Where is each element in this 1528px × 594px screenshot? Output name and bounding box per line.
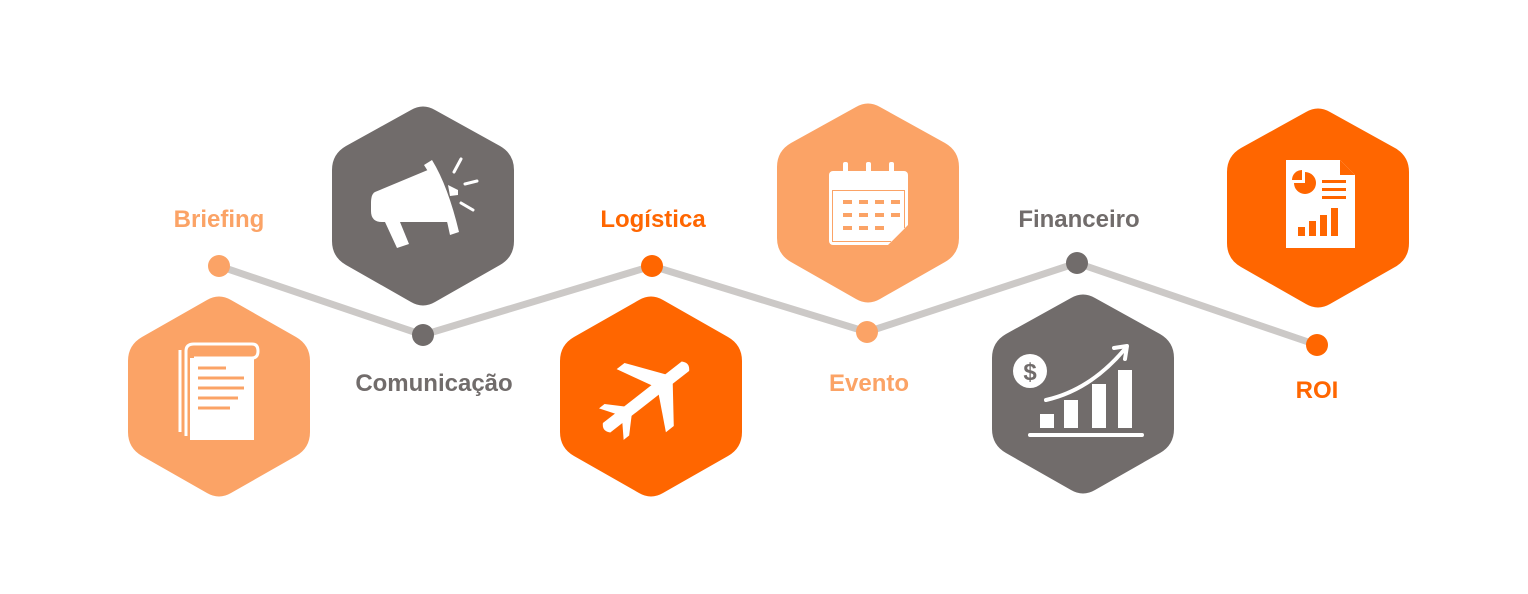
step-evento: Evento — [777, 103, 959, 397]
airplane-icon — [599, 361, 690, 440]
label-financeiro: Financeiro — [1018, 206, 1139, 233]
node-comunicacao — [412, 324, 434, 346]
document-icon — [178, 342, 260, 440]
node-evento — [856, 321, 878, 343]
label-evento: Evento — [829, 370, 909, 397]
node-roi — [1306, 334, 1328, 356]
megaphone-icon — [371, 157, 479, 248]
node-logistica — [641, 255, 663, 277]
step-comunicacao: Comunicação — [332, 106, 514, 397]
label-logistica: Logística — [600, 206, 706, 233]
hexagon-financeiro — [992, 294, 1174, 494]
step-briefing: Briefing — [128, 206, 310, 497]
step-financeiro: $ Financeiro — [992, 206, 1174, 494]
step-roi: ROI — [1227, 108, 1409, 404]
svg-text:$: $ — [1023, 359, 1037, 386]
label-briefing: Briefing — [174, 206, 265, 233]
calendar-icon — [829, 162, 908, 245]
label-roi: ROI — [1296, 377, 1339, 404]
growth-chart-icon: $ — [1013, 344, 1144, 437]
label-comunicacao: Comunicação — [355, 370, 512, 397]
step-logistica: Logística — [560, 206, 742, 497]
node-financeiro — [1066, 252, 1088, 274]
node-briefing — [208, 255, 230, 277]
timeline-line — [215, 259, 1321, 349]
report-icon — [1286, 160, 1355, 248]
